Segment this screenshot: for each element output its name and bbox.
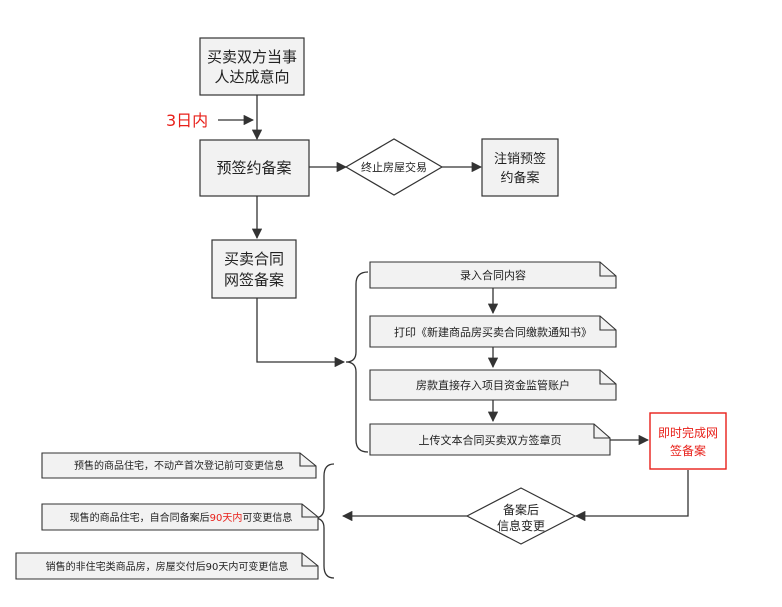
brace-steps (345, 271, 369, 453)
box-presign-label: 预签约备案 (216, 159, 291, 177)
line-instant-to-change (574, 470, 689, 522)
doc-rule-1: 预售的商品住宅，不动产首次登记前可变更信息 (41, 452, 317, 479)
doc-rule-3: 销售的非住宅类商品房，房屋交付后90天内可变更信息 (15, 552, 319, 580)
doc-step-1-label: 录入合同内容 (460, 268, 526, 282)
box-cancel: 注销预签 约备案 (481, 138, 559, 197)
doc-step-3-label: 房款直接存入项目资金监管账户 (416, 378, 570, 392)
box-instant: 即时完成网 签备案 (649, 412, 727, 470)
decision-terminate: 终止房屋交易 (344, 138, 444, 196)
box-instant-line1: 即时完成网 (658, 425, 718, 440)
box-contract-line2: 网签备案 (224, 271, 284, 289)
box-contract: 买卖合同 网签备案 (211, 239, 297, 299)
line-contract-to-brace (256, 298, 346, 368)
doc-rule-2-part-3: 可变更信息 (242, 511, 292, 524)
doc-rule-2-part-red: 90天内 (210, 511, 243, 524)
decision-change: 备案后 信息变更 (465, 487, 577, 545)
doc-step-1: 录入合同内容 (369, 261, 617, 289)
box-instant-line2: 签备案 (670, 443, 706, 458)
doc-step-3: 房款直接存入项目资金监管账户 (369, 369, 617, 401)
box-cancel-line1: 注销预签 (494, 151, 546, 167)
doc-step-4-label: 上传文本合同买卖双方签章页 (419, 433, 562, 447)
box-presign: 预签约备案 (199, 139, 310, 197)
doc-rule-2: 现售的商品住宅，自合同备案后90天内可变更信息 (41, 503, 319, 531)
time-limit-label: 3日内 (166, 111, 208, 130)
decision-change-line2: 信息变更 (497, 518, 545, 533)
doc-rule-1-label: 预售的商品住宅，不动产首次登记前可变更信息 (74, 459, 284, 472)
doc-rule-2-part-1: 现售的商品住宅，自合同备案后 (70, 511, 210, 524)
doc-step-4: 上传文本合同买卖双方签章页 (369, 423, 611, 456)
box-cancel-line2: 约备案 (500, 170, 539, 186)
decision-terminate-label: 终止房屋交易 (361, 160, 427, 174)
box-contract-line1: 买卖合同 (224, 250, 284, 268)
box-intent-line1: 买卖双方当事 (207, 48, 297, 66)
doc-rule-3-label: 销售的非住宅类商品房，房屋交付后90天内可变更信息 (46, 560, 289, 573)
doc-rule-2-label: 现售的商品住宅，自合同备案后90天内可变更信息 (70, 511, 293, 524)
doc-step-2-label: 打印《新建商品房买卖合同缴款通知书》 (394, 325, 592, 339)
box-intent: 买卖双方当事 人达成意向 (199, 37, 305, 96)
decision-change-line1: 备案后 (503, 502, 539, 517)
doc-step-2: 打印《新建商品房买卖合同缴款通知书》 (369, 315, 617, 348)
box-intent-line2: 人达成意向 (214, 68, 289, 86)
